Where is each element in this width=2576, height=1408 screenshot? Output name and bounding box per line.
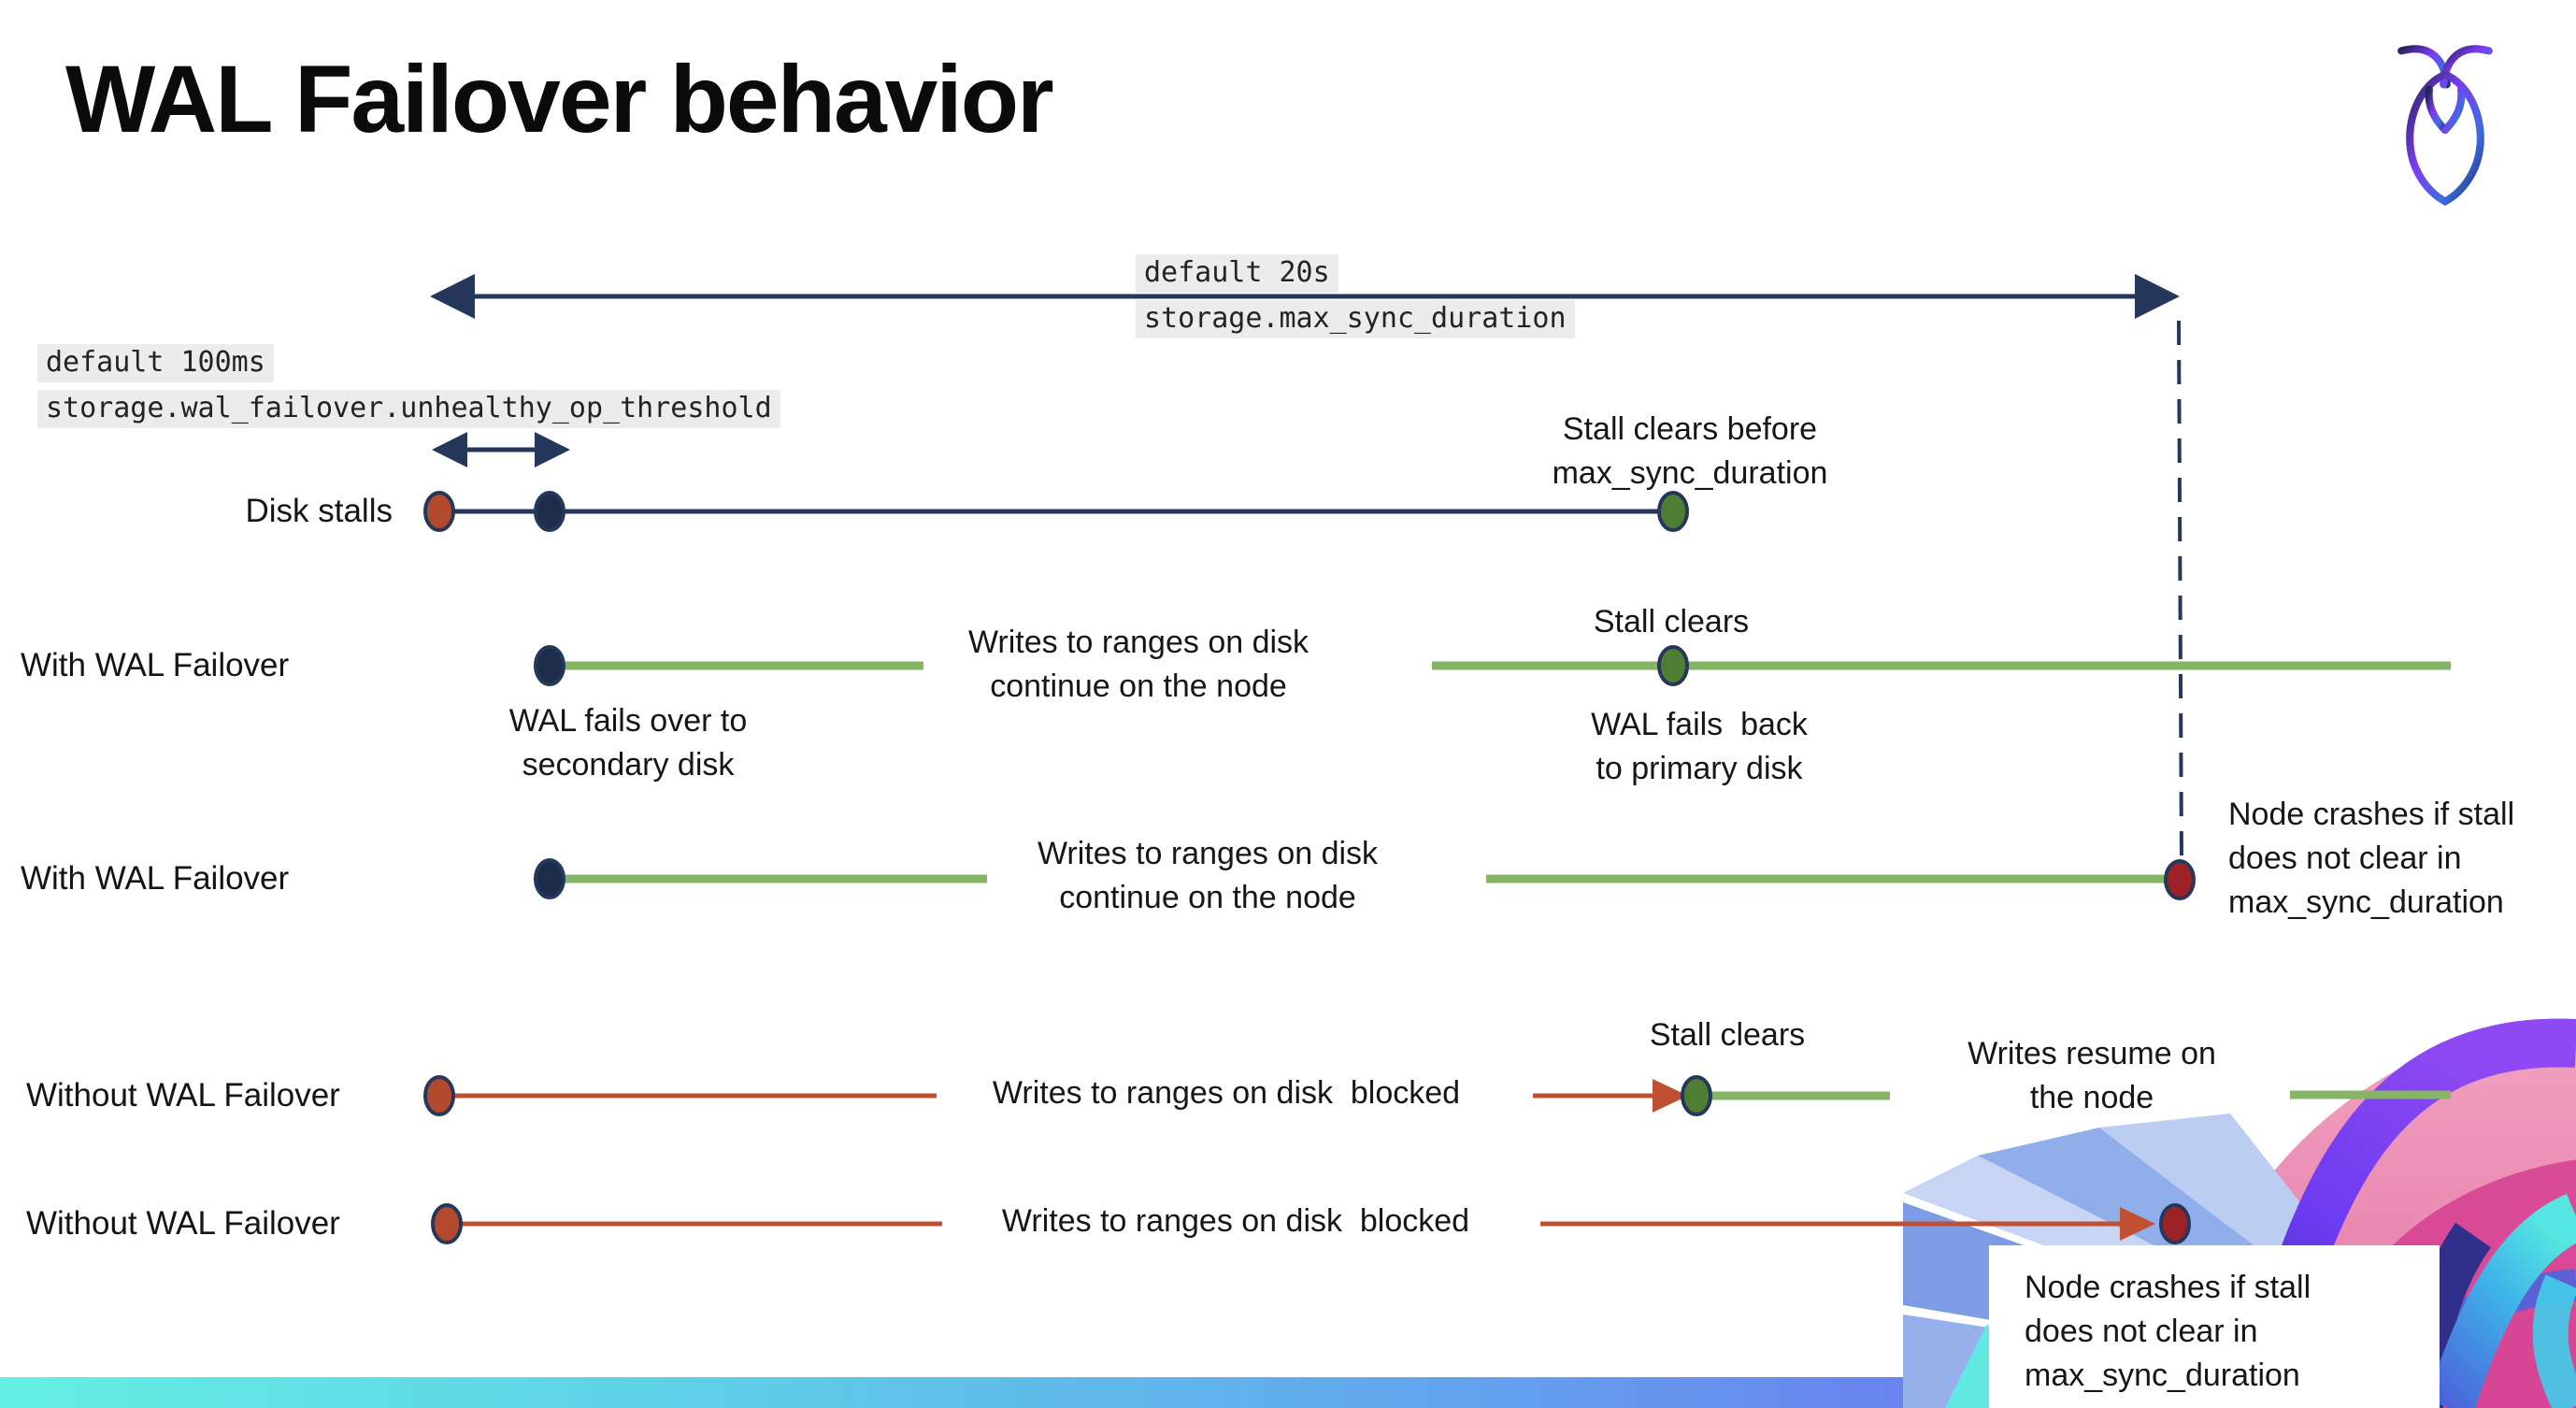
row3-node-crash-dot — [2164, 859, 2196, 900]
annotation-line: max_sync_duration — [1552, 455, 1828, 491]
row3-failover-dot — [534, 858, 565, 899]
annotation-stall-clears-before: Stall clears before max_sync_duration — [1553, 408, 1828, 496]
disk-stall-clear-dot — [1657, 491, 1689, 532]
annotation-line: continue on the node — [1059, 880, 1356, 915]
arrow-head-right-icon — [2135, 274, 2180, 319]
annotation-writes-blocked-1: Writes to ranges on disk blocked — [992, 1075, 1461, 1111]
row-label-disk-stalls: Disk stalls — [245, 493, 393, 529]
annotation-line: the node — [2029, 1080, 2154, 1115]
threshold-default-value: default 100ms — [37, 344, 274, 382]
annotation-writes-resume: Writes resume on the node — [1968, 1032, 2216, 1120]
max-sync-setting-name: storage.max_sync_duration — [1136, 300, 1575, 338]
annotation-wal-fails-back: WAL fails back to primary disk — [1591, 703, 1808, 791]
row-label-without-wal-1: Without WAL Failover — [26, 1077, 340, 1113]
row-label-with-wal-2: With WAL Failover — [21, 860, 290, 897]
disk-stall-threshold-dot — [534, 491, 565, 532]
annotation-line: Writes to ranges on disk — [967, 625, 1309, 660]
row2-failover-dot — [534, 645, 565, 686]
annotation-line: WAL fails back — [1591, 707, 1808, 742]
row4-stall-start-dot — [423, 1075, 455, 1116]
annotation-line: secondary disk — [522, 747, 735, 783]
annotation-line: Node crashes if stall — [2228, 797, 2515, 832]
threshold-setting-name: storage.wal_failover.unhealthy_op_thresh… — [37, 390, 780, 428]
annotation-line: max_sync_duration — [2228, 884, 2504, 920]
annotation-writes-continue-2: Writes to ranges on disk continue on the… — [1038, 832, 1378, 920]
cockroachdb-logo-icon — [2397, 45, 2493, 206]
max-sync-duration-label: default 20s storage.max_sync_duration — [1136, 254, 1575, 338]
page-title: WAL Failover behavior — [65, 46, 1054, 152]
threshold-arrow-head-left-icon — [432, 432, 467, 467]
annotation-writes-continue-1: Writes to ranges on disk continue on the… — [968, 621, 1309, 709]
annotation-stall-clears-1: Stall clears — [1593, 604, 1750, 639]
annotation-line: does not clear in — [2228, 840, 2462, 876]
disk-stall-start-dot — [423, 491, 455, 532]
max-sync-default-value: default 20s — [1136, 254, 1338, 293]
row2-stall-clear-dot — [1657, 645, 1689, 686]
annotation-line: Writes resume on — [1968, 1036, 2216, 1071]
annotation-node-crashes-inline: Node crashes if stall does not clear in … — [2228, 793, 2514, 925]
arrow-head-left-icon — [430, 274, 475, 319]
row4-red-arrow-head-icon — [1653, 1079, 1688, 1113]
max-sync-dashed-dropline — [2177, 320, 2183, 862]
row4-stall-clear-dot — [1681, 1075, 1712, 1116]
annotation-line: max_sync_duration — [2025, 1358, 2300, 1393]
unhealthy-threshold-label: default 100ms storage.wal_failover.unhea… — [37, 344, 780, 428]
annotation-line: does not clear in — [2025, 1314, 2258, 1349]
annotation-node-crashes-box: Node crashes if stall does not clear in … — [1989, 1245, 2440, 1408]
row5-stall-start-dot — [431, 1203, 463, 1244]
row-label-with-wal-1: With WAL Failover — [21, 647, 290, 683]
annotation-line: continue on the node — [990, 668, 1287, 704]
row-label-without-wal-2: Without WAL Failover — [26, 1205, 340, 1242]
annotation-wal-fails-over: WAL fails over to secondary disk — [509, 699, 747, 787]
annotation-writes-blocked-2: Writes to ranges on disk blocked — [1001, 1203, 1470, 1239]
threshold-arrow-head-right-icon — [535, 432, 570, 467]
annotation-line: WAL fails over to — [508, 703, 748, 739]
annotation-stall-clears-2: Stall clears — [1649, 1017, 1806, 1053]
annotation-line: Node crashes if stall — [2025, 1270, 2311, 1305]
annotation-line: to primary disk — [1596, 751, 1803, 786]
annotation-line: Writes to ranges on disk — [1037, 836, 1379, 871]
annotation-line: Stall clears before — [1562, 411, 1818, 447]
